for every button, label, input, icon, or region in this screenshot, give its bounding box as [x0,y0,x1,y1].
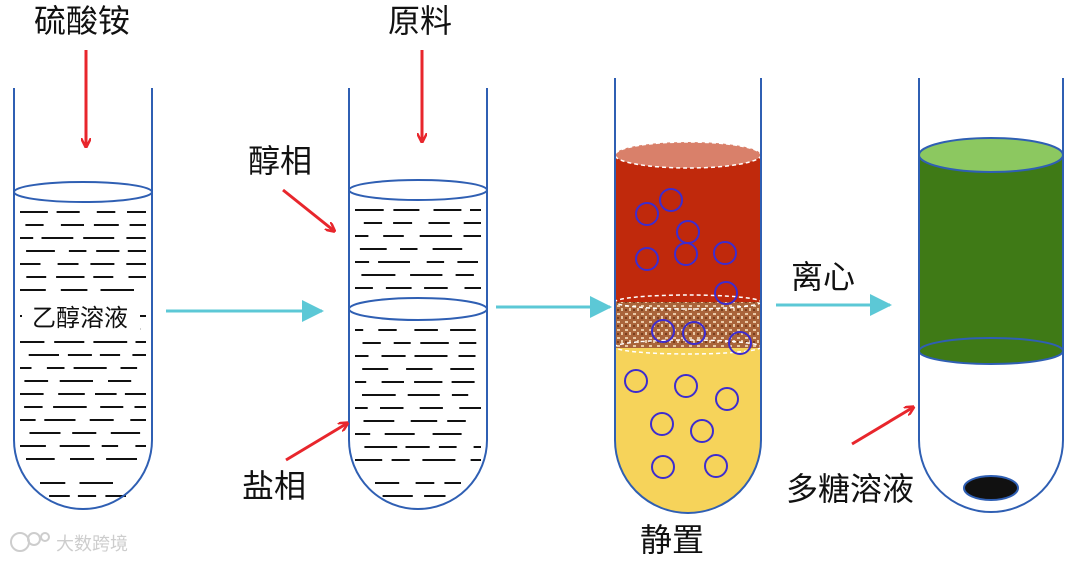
red-arrow-polysaccharide [851,408,912,446]
ethanol-solution-label: 乙醇溶液 [32,304,128,332]
bubble-circle [728,331,752,355]
red-arrow-salt-phase [285,424,346,462]
bubble-circle [674,374,698,398]
watermark-logo-icon [10,532,50,552]
bubble-circle [674,242,698,266]
tube-4-outline [918,78,1064,513]
bubble-circle [659,188,683,212]
tube-2-outline [348,88,488,510]
raw-material-label: 原料 [388,2,452,40]
tube-4-green-phase [919,155,1063,351]
tube-1-dash-lines [20,211,146,497]
watermark: 大数跨境 [10,532,128,555]
bubble-circle [714,281,738,305]
tube-4-green-bottom [918,337,1064,365]
tube-2-dash-lines [355,209,481,497]
bubble-circle [715,387,739,411]
tube-3-upper-surface [614,141,762,169]
watermark-text: 大数跨境 [56,534,128,555]
tube-2-alcohol-surface [348,179,488,201]
bubble-circle [635,202,659,226]
polysaccharide-solution-label: 多糖溶液 [786,470,914,508]
tube-3-lower-phase [615,345,761,513]
tube-3 [614,78,762,514]
bubble-circle [635,247,659,271]
bubble-circle [704,454,728,478]
standing-label: 静置 [640,521,704,559]
tube-1: 乙醇溶液 [13,88,153,510]
bubble-circle [690,419,714,443]
bubble-circle [651,455,675,479]
tube-1-outline [13,88,153,510]
tube-3-upper-phase [615,155,761,302]
tube-4-pellet [963,475,1019,501]
red-arrow-alcohol-phase [282,188,333,230]
tube-1-label-backdrop [22,298,140,334]
ammonium-sulfate-label: 硫酸铵 [34,2,130,40]
salt-phase-label: 盐相 [242,467,306,505]
bubble-circle [624,369,648,393]
bubble-circle [650,412,674,436]
tube-2 [348,88,488,510]
tube-2-phase-interface [348,297,488,321]
tube-4-green-surface [918,137,1064,173]
alcohol-phase-label: 醇相 [248,142,312,180]
centrifuge-label: 离心 [791,258,855,296]
tube-3-outline [614,78,762,514]
bubble-circle [713,241,737,265]
tube-3-bubbles [624,188,752,479]
bubble-circle [651,319,675,343]
tube-1-liquid-surface [13,181,153,203]
bubble-circle [682,321,706,345]
tube-4 [918,78,1064,513]
